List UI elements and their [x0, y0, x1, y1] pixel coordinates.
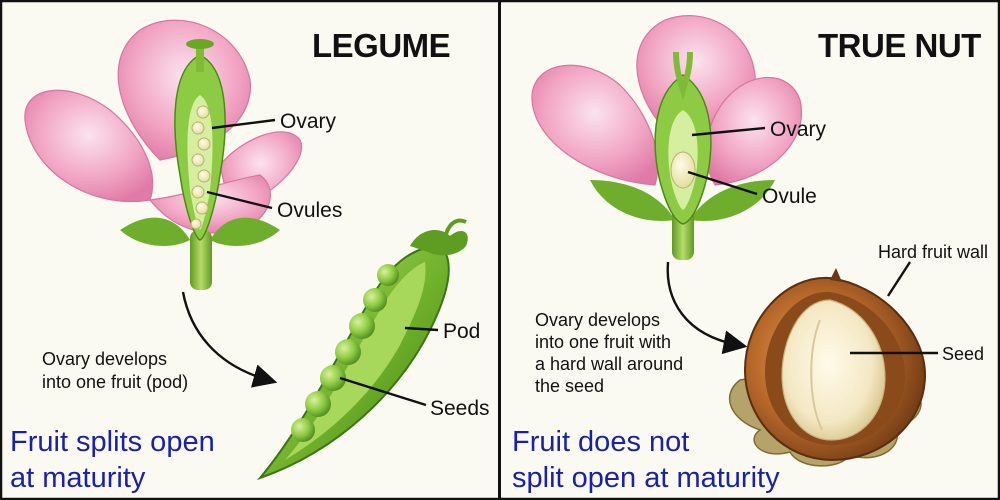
- nut-ovule-leader-line: [687, 170, 758, 196]
- nut-development-arrow: [666, 261, 748, 355]
- pea: [305, 391, 331, 417]
- style: [196, 42, 204, 72]
- sepal: [690, 180, 775, 221]
- pea: [349, 313, 375, 339]
- nut-ovary-leader-line: [691, 126, 766, 137]
- nut-note-line-1: Ovary develops: [535, 310, 660, 330]
- ovules-group: [190, 105, 211, 230]
- seeds-label: Seeds: [430, 397, 490, 420]
- nut-note-line-3: a hard wall around: [535, 354, 683, 374]
- seed-label: Seed: [942, 344, 984, 364]
- nut-tip: [830, 268, 842, 282]
- seed-crease: [810, 319, 823, 431]
- nut-flower: [531, 15, 803, 260]
- legume-note-line-1: Ovary develops: [42, 349, 167, 369]
- stigma: [186, 39, 214, 49]
- nut-ovary-label: Ovary: [770, 118, 827, 141]
- legume-pod: [256, 218, 468, 481]
- pea: [320, 365, 346, 391]
- style: [673, 51, 693, 101]
- ovules-leader-line: [206, 190, 273, 210]
- true-nut-title: TRUE NUT: [818, 27, 981, 64]
- pod-leader-line: [404, 326, 439, 332]
- sepal: [210, 217, 280, 246]
- ovary-leader-line: [211, 118, 276, 130]
- flower-stem: [190, 230, 212, 290]
- nut-summary-line-1: Fruit does not: [512, 426, 689, 458]
- pod-stalk: [444, 218, 467, 235]
- pea: [291, 418, 315, 442]
- legume-summary-line-2: at maturity: [10, 462, 146, 494]
- nut-seed: [781, 299, 886, 441]
- petal: [531, 64, 659, 186]
- nut-note-line-2: into one fruit with: [535, 332, 671, 352]
- seeds-leader-line: [339, 376, 427, 407]
- pod-calyx: [410, 230, 468, 256]
- ovule: [670, 151, 696, 189]
- nut-note-line-4: the seed: [535, 376, 604, 396]
- petal: [24, 89, 154, 202]
- pea: [363, 288, 387, 312]
- legume-note-line-2: into one fruit (pod): [42, 372, 188, 392]
- pea: [335, 339, 361, 365]
- sepal: [590, 180, 675, 221]
- hard-fruit-wall-label: Hard fruit wall: [878, 242, 988, 262]
- nut-summary-line-2: split open at maturity: [512, 462, 780, 494]
- legume-summary-line-1: Fruit splits open: [10, 426, 215, 458]
- legume-development-arrow: [181, 291, 278, 388]
- nut-fruit: [729, 268, 927, 467]
- pea: [377, 264, 399, 286]
- legume-title: LEGUME: [312, 27, 450, 64]
- legume-ovules-label: Ovules: [277, 199, 342, 222]
- hard-wall-leader-line: [886, 261, 912, 297]
- pea-seeds: [291, 264, 399, 442]
- nut-ovule-label: Ovule: [762, 185, 817, 208]
- pod-label: Pod: [443, 320, 480, 343]
- legume-ovary-label: Ovary: [280, 110, 337, 133]
- sepal: [120, 217, 190, 246]
